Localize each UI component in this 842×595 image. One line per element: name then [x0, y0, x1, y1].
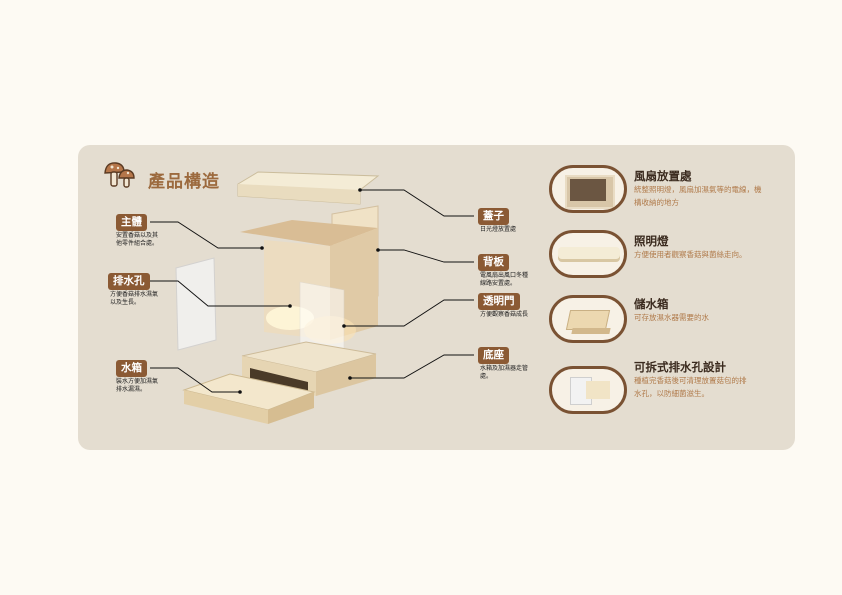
- page-title: 產品構造: [148, 172, 220, 192]
- feature-desc-water: 可存放濕水器需要的水: [634, 313, 709, 322]
- label-drain-hole: 排水孔: [108, 273, 150, 290]
- water-tank-desc-1: 裝水方便加濕氣: [116, 378, 159, 385]
- water-storage-image: [549, 295, 627, 343]
- feature-desc-drain: 種植完香菇後可清理放置菇包的排水孔，以防細菌滋生。: [634, 376, 747, 398]
- back-panel-desc-1: 電風扇出風口冬種: [480, 272, 529, 279]
- main-body-desc-2: 他零件組合處。: [116, 240, 159, 247]
- fan-compartment-image: [549, 165, 627, 213]
- feature-title-fan: 風扇放置處: [634, 169, 692, 183]
- back-panel-desc-2: 線路安置處。: [480, 280, 517, 287]
- label-transparent-door: 透明門: [478, 293, 520, 310]
- water-tank-desc-2: 排水漏濕。: [116, 386, 147, 393]
- lid-desc: 日光燈放置處: [480, 226, 517, 233]
- feature-title-light: 照明燈: [634, 234, 669, 248]
- label-base: 底座: [478, 347, 509, 364]
- base-desc-2: 處。: [480, 373, 493, 380]
- feature-desc-light: 方便使用者觀察香菇與菌絲走向。: [634, 250, 747, 259]
- drain-hole-desc-1: 方便香菇排水濕氣: [110, 291, 159, 298]
- label-main-body: 主體: [116, 214, 147, 231]
- feature-desc-fan: 統整照明燈，風扇加濕氣等的電線，機構收納的地方: [634, 185, 762, 207]
- drain-hole-desc-2: 以及生長。: [110, 299, 141, 306]
- mushroom-icon: [104, 162, 135, 188]
- label-back-panel: 背板: [478, 254, 509, 271]
- transparent-door-desc: 方便觀察香菇成長: [480, 311, 529, 318]
- label-lid: 蓋子: [478, 208, 509, 225]
- main-body-desc-1: 安置香菇以及其: [116, 232, 159, 239]
- light-image: [549, 230, 627, 278]
- feature-title-water: 儲水箱: [634, 297, 669, 311]
- label-water-tank: 水箱: [116, 360, 147, 377]
- drain-design-image: [549, 366, 627, 414]
- feature-title-drain: 可拆式排水孔設計: [634, 360, 726, 374]
- base-desc-1: 水箱及加濕器走管: [480, 365, 529, 372]
